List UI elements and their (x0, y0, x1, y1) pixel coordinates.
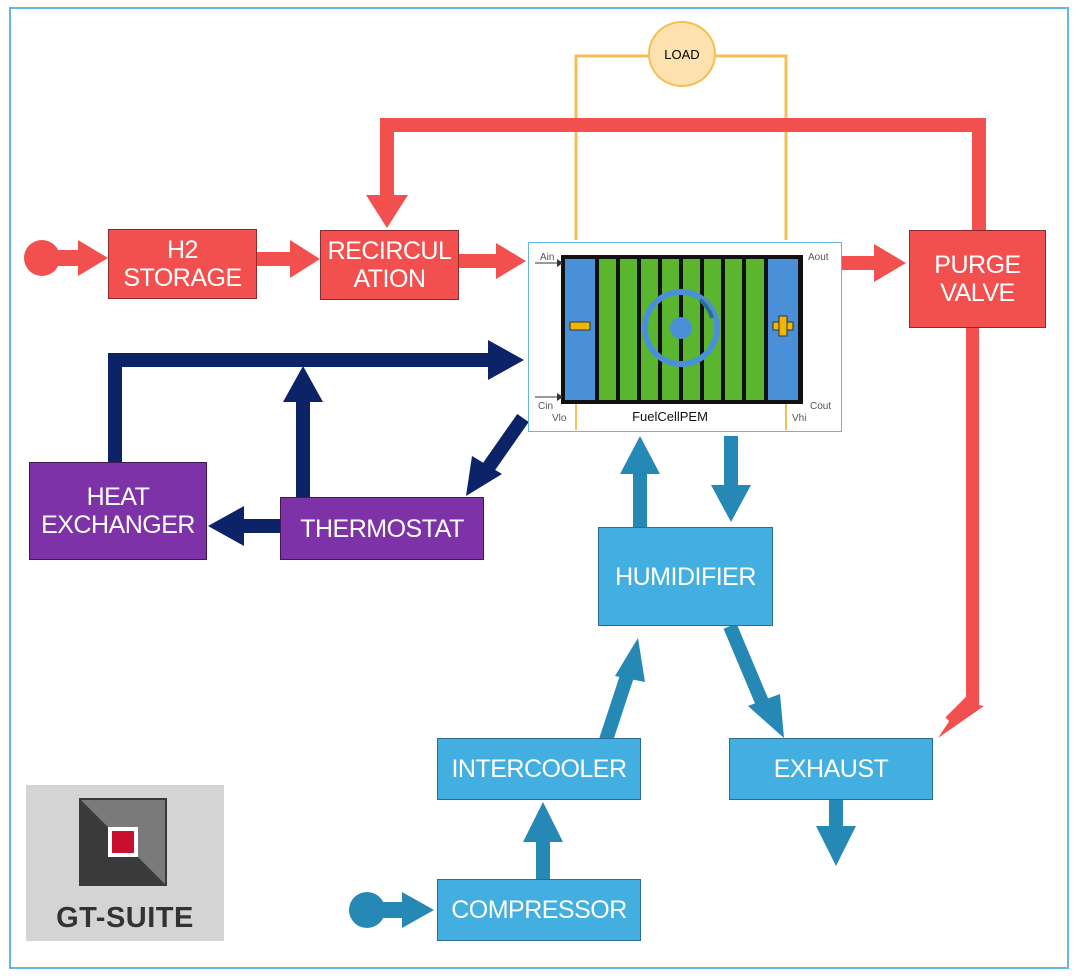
arrow-to-recirculation (290, 240, 320, 278)
hydrogen-lines (24, 118, 986, 738)
arrow-to-fuel-cell-coolant (488, 340, 524, 380)
air-source-circle (349, 892, 385, 928)
plus-icon (772, 315, 794, 337)
gt-suite-logo: GT-SUITE (26, 785, 224, 941)
wire-negative (574, 54, 648, 240)
line-fc-thermo (482, 413, 529, 473)
line-humid-up (633, 470, 647, 528)
port-v-hi: Vhi (792, 413, 807, 424)
arrow-to-purge-valve (874, 244, 906, 282)
load-wires (574, 54, 788, 240)
air-source-stem (382, 902, 404, 918)
intercooler-block[interactable]: INTERCOOLER (437, 738, 641, 800)
coolant-lines (108, 340, 529, 546)
h2-source-stem (58, 250, 80, 266)
line-recirc-fc (459, 254, 501, 268)
fuel-cell-symbol-icon (642, 289, 720, 367)
line-purge-up (972, 118, 986, 231)
line-ic-humid (599, 667, 636, 743)
compressor-block[interactable]: COMPRESSOR (437, 879, 641, 941)
port-v-lo: Vlo (552, 413, 567, 424)
wire-positive (716, 54, 788, 240)
heat-exchanger-block[interactable]: HEAT EXCHANGER (29, 462, 207, 560)
gt-suite-logo-mark (79, 798, 167, 886)
arrow-to-compressor (402, 892, 434, 928)
line-humid-exhaust (723, 623, 769, 705)
minus-icon (569, 321, 591, 331)
line-hx-to-fc (108, 353, 494, 367)
fuel-cell-label: FuelCellPEM (632, 409, 708, 424)
line-recirc-down (380, 118, 394, 200)
h2-storage-block[interactable]: H2 STORAGE (108, 229, 257, 299)
exhaust-block[interactable]: EXHAUST (729, 738, 933, 800)
recirculation-block[interactable]: RECIRCUL ATION (320, 230, 459, 300)
line-exhaust-out (829, 800, 843, 830)
arrow-to-fuel-cell-anode (496, 243, 526, 279)
line-top-return (380, 118, 986, 132)
line-storage-recirc (257, 252, 295, 266)
arrow-to-fuel-cell-cathode (620, 436, 660, 474)
arrow-to-thermostat (466, 456, 502, 496)
line-purge-down (966, 327, 979, 705)
line-fc-purge (842, 256, 878, 270)
arrow-to-exhaust (748, 694, 784, 738)
line-fc-humid (724, 436, 738, 488)
h2-source-circle (24, 240, 60, 276)
line-thermo-up (296, 398, 310, 498)
port-a-in: Ain (540, 252, 555, 263)
line-comp-ic (536, 838, 550, 880)
arrow-to-intercooler (523, 802, 563, 842)
line-purge-diag (945, 695, 977, 727)
arrow-to-h2-storage (78, 240, 108, 276)
arrow-exhaust-out (816, 826, 856, 866)
arrow-up-to-humidifier (615, 638, 645, 682)
line-hx-up (108, 353, 122, 463)
load-node[interactable]: LOAD (648, 21, 716, 87)
arrow-to-heat-exchanger (208, 506, 244, 546)
line-thermo-hx (240, 519, 280, 533)
port-c-in: Cin (538, 401, 554, 412)
arrow-to-humidifier (711, 485, 751, 522)
gt-suite-logo-text: GT-SUITE (56, 902, 194, 934)
humidifier-block[interactable]: HUMIDIFIER (598, 527, 773, 626)
air-lines (349, 436, 856, 928)
purge-valve-block[interactable]: PURGE VALVE (909, 230, 1046, 328)
diagram-frame (9, 7, 1069, 969)
arrow-into-recirculation (366, 195, 408, 228)
thermostat-block[interactable]: THERMOSTAT (280, 497, 484, 560)
port-c-out: Cout (810, 401, 832, 412)
arrow-thermo-up (283, 366, 323, 402)
port-a-out: Aout (808, 252, 829, 263)
